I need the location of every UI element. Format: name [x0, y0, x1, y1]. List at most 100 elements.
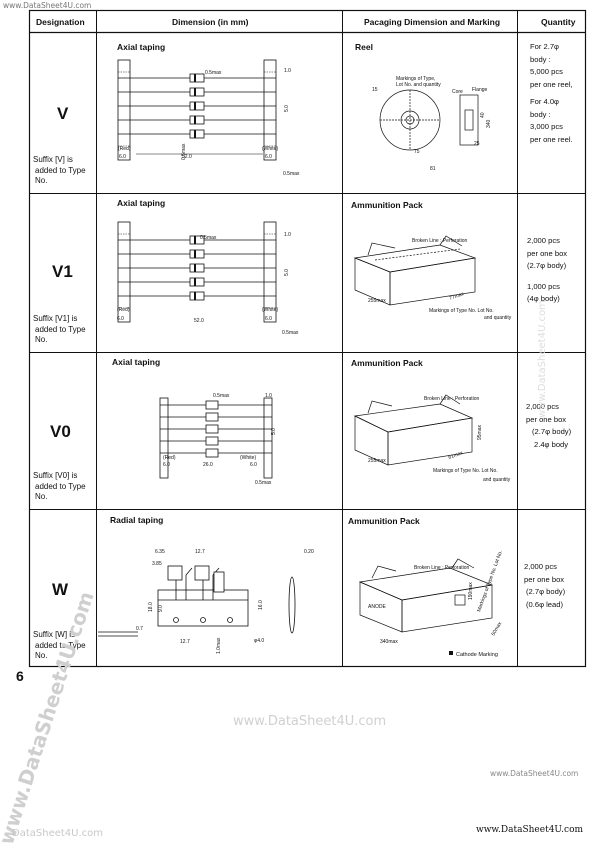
svg-text:0.5max: 0.5max	[213, 393, 230, 399]
svg-text:Broken Line : Perforation: Broken Line : Perforation	[412, 238, 468, 244]
designation-w: W	[52, 580, 69, 599]
watermark-top-left: www.DataSheet4U.com	[3, 1, 92, 10]
svg-text:Cathode Marking: Cathode Marking	[456, 652, 498, 658]
svg-text:and quantity: and quantity	[483, 477, 511, 483]
svg-text:340: 340	[486, 119, 492, 128]
packaging-title-v0: Ammunition Pack	[351, 358, 423, 368]
header-packaging: Pacaging Dimension and Marking	[364, 17, 501, 27]
svg-text:95max: 95max	[477, 424, 483, 440]
svg-text:1.0max: 1.0max	[216, 637, 222, 654]
svg-text:0.7: 0.7	[136, 626, 143, 632]
svg-text:5.0: 5.0	[284, 105, 290, 112]
page-number: 6	[16, 668, 24, 684]
svg-text:1.0: 1.0	[265, 393, 272, 399]
svg-text:6.0: 6.0	[163, 462, 170, 468]
drawing-v-reel	[379, 89, 479, 151]
svg-text:(Red): (Red)	[163, 455, 176, 461]
drawing-w-radial	[98, 565, 296, 637]
svg-text:50max: 50max	[491, 621, 504, 637]
dimension-title-w: Radial taping	[110, 515, 164, 525]
svg-text:ANODE: ANODE	[368, 604, 386, 610]
svg-text:Markings of Type No. Lot No.: Markings of Type No. Lot No.	[429, 308, 494, 314]
svg-text:5.0: 5.0	[271, 428, 277, 435]
watermark-side-right: www.DataSheet4U.com	[537, 300, 548, 418]
svg-text:0.20: 0.20	[304, 549, 314, 555]
packaging-title-v1: Ammunition Pack	[351, 200, 423, 210]
svg-text:190max: 190max	[468, 582, 474, 600]
svg-text:Markings of Type No. Lot No.: Markings of Type No. Lot No.	[476, 550, 504, 613]
svg-text:1.0: 1.0	[284, 68, 291, 74]
svg-text:0.5max: 0.5max	[181, 143, 187, 160]
svg-text:and quantity: and quantity	[484, 315, 512, 321]
svg-text:40: 40	[480, 112, 486, 118]
svg-text:(White): (White)	[240, 455, 256, 461]
svg-text:Flange: Flange	[472, 87, 488, 93]
svg-text:φ4.0: φ4.0	[254, 638, 264, 644]
svg-text:52.0: 52.0	[194, 318, 204, 324]
svg-text:26.0: 26.0	[203, 462, 213, 468]
svg-text:6.0: 6.0	[250, 462, 257, 468]
footer-site-link[interactable]: www.DataSheet4U.com	[476, 825, 584, 835]
svg-text:6.0: 6.0	[265, 316, 272, 322]
watermark-bottom-center: www.DataSheet4U.com	[233, 714, 387, 729]
drawing-w-pack	[358, 558, 494, 633]
svg-text:Broken Line : Perforation: Broken Line : Perforation	[424, 396, 480, 402]
svg-text:Markings of Type,: Markings of Type,	[396, 76, 435, 82]
svg-text:81: 81	[430, 166, 436, 172]
svg-text:0.5max: 0.5max	[282, 330, 299, 336]
svg-text:6.35: 6.35	[155, 549, 165, 555]
svg-text:3.85: 3.85	[152, 561, 162, 567]
dimension-title-v0: Axial taping	[112, 357, 161, 367]
svg-text:340max: 340max	[380, 639, 398, 645]
svg-text:12.7: 12.7	[195, 549, 205, 555]
svg-text:18.0: 18.0	[148, 602, 154, 612]
watermark-bottom-right-gray: www.DataSheet4U.com	[490, 769, 579, 778]
dimension-title-v1: Axial taping	[117, 198, 166, 208]
drawing-v0-axial	[159, 397, 273, 479]
packaging-title-w: Ammunition Pack	[348, 516, 420, 526]
svg-text:Core: Core	[452, 89, 463, 95]
designation-v1: V1	[52, 262, 73, 281]
svg-text:77max: 77max	[449, 291, 466, 302]
packaging-title-v: Reel	[355, 42, 373, 52]
svg-text:(White): (White)	[262, 307, 278, 313]
svg-text:6.0: 6.0	[119, 154, 126, 160]
svg-text:15: 15	[372, 87, 378, 93]
svg-text:Lot No. and quantity: Lot No. and quantity	[396, 82, 441, 88]
dimension-title-v: Axial taping	[117, 42, 166, 52]
designation-v0: V0	[50, 422, 71, 441]
svg-text:61max: 61max	[448, 450, 465, 461]
svg-text:(White): (White)	[262, 146, 278, 152]
svg-text:6.0: 6.0	[117, 316, 124, 322]
svg-text:6.0: 6.0	[265, 154, 272, 160]
svg-text:255max: 255max	[368, 298, 386, 304]
header-designation: Designation	[36, 17, 85, 27]
drawing-v1-pack	[353, 235, 477, 306]
drawing-v1-axial: 0.5max 1.0 5.0 52.0 6.0 6.0 (Red) (White…	[117, 221, 299, 336]
svg-text:0.5max: 0.5max	[200, 235, 217, 241]
svg-text:75: 75	[414, 149, 420, 155]
svg-text:1.0: 1.0	[284, 232, 291, 238]
svg-text:Broken Line : Perforation: Broken Line : Perforation	[414, 565, 470, 571]
svg-text:25: 25	[474, 141, 480, 147]
svg-text:(Red): (Red)	[118, 146, 131, 152]
svg-text:0.5max: 0.5max	[205, 70, 222, 76]
svg-text:0.5max: 0.5max	[255, 480, 272, 486]
drawing-v-axial: 0.5max 1.0 5.0 52.0 6.0 6.0 (Red) (White…	[117, 59, 300, 177]
svg-text:9.0: 9.0	[158, 605, 164, 612]
svg-text:0.5max: 0.5max	[283, 171, 300, 177]
svg-text:16.0: 16.0	[258, 600, 264, 610]
header-quantity: Quantity	[541, 17, 576, 27]
svg-text:(Red): (Red)	[117, 307, 130, 313]
designation-v: V	[57, 104, 69, 123]
